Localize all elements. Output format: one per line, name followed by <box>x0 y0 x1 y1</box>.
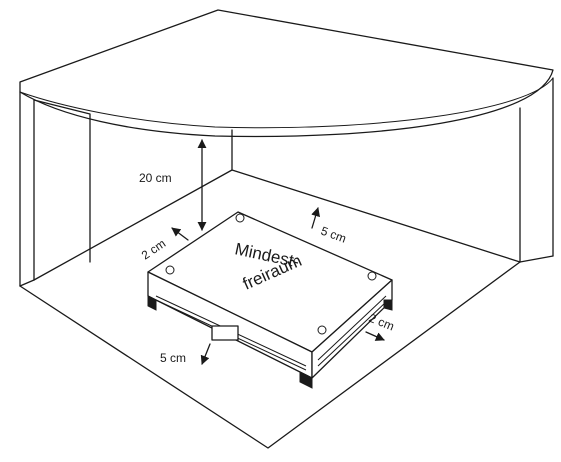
front-clearance-label: 5 cm <box>160 351 186 365</box>
device-screw-2 <box>235 213 245 223</box>
device <box>147 211 393 389</box>
cabinet-top-slab-edge <box>19 77 554 129</box>
right-clearance-label: 2 cm <box>367 311 396 334</box>
left-clearance-label: 2 cm <box>139 236 168 262</box>
device-feet <box>147 295 393 389</box>
device-screw-1 <box>165 265 175 275</box>
left-clearance-arrow <box>171 227 189 241</box>
device-screw-3 <box>367 271 377 281</box>
cabinet-left-bottom <box>19 279 35 287</box>
cabinet-top-slab <box>19 9 554 138</box>
device-screw-4 <box>317 325 327 335</box>
cabinet-back-wall-left <box>33 99 91 263</box>
device-connector <box>211 325 239 341</box>
back-clearance-arrow <box>311 207 321 229</box>
cabinet-floor-front <box>19 261 521 449</box>
cabinet-right-bottom <box>519 255 554 263</box>
device-side-vent <box>317 295 387 367</box>
top-clearance-label: 20 cm <box>139 171 172 185</box>
back-clearance-label: 5 cm <box>319 224 348 246</box>
cabinet <box>19 9 554 449</box>
right-clearance-arrow <box>365 331 385 341</box>
clearance-arrows <box>171 139 385 365</box>
front-clearance-arrow <box>200 343 211 365</box>
